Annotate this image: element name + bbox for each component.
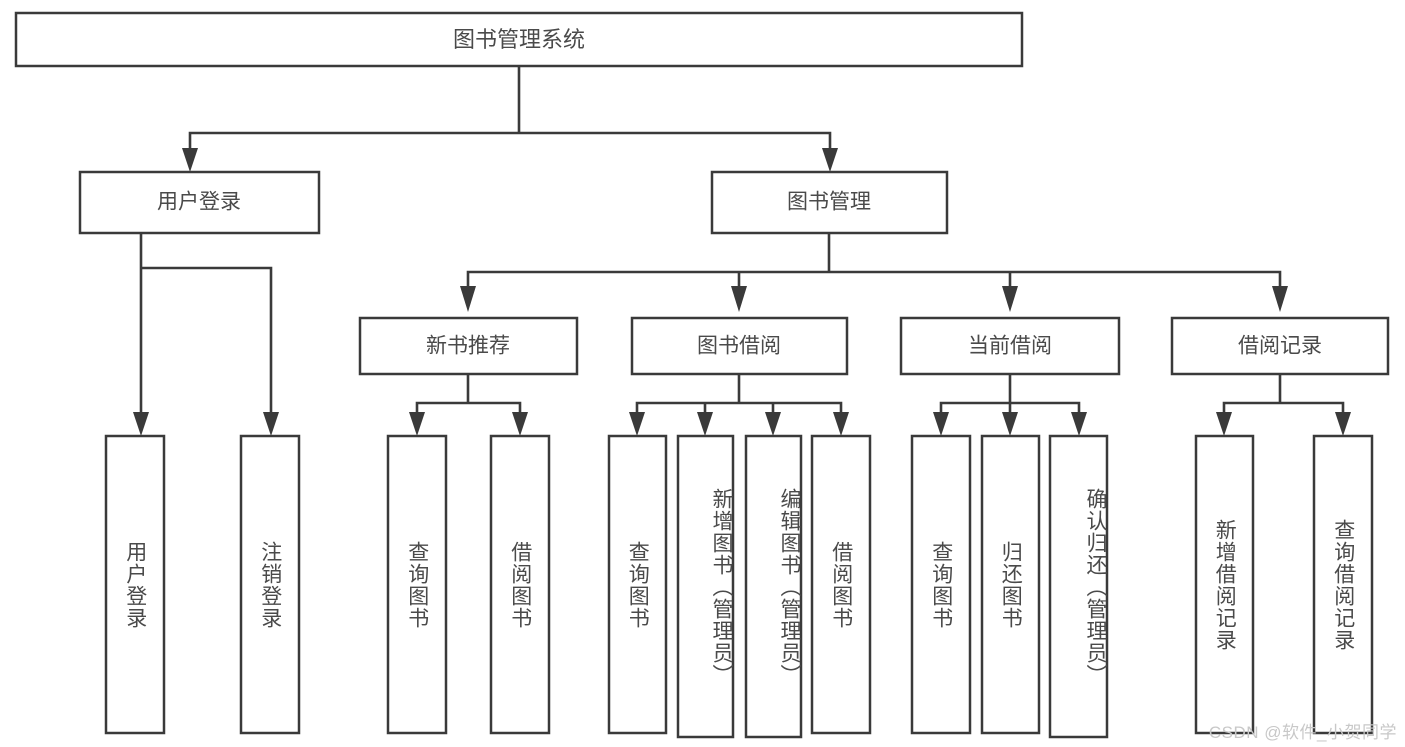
arrowhead-leaf-bb-borrow bbox=[833, 412, 849, 436]
arrowhead-leaf-bb-query bbox=[629, 412, 645, 436]
node-current-borrow-label: 当前借阅 bbox=[968, 335, 1052, 358]
connector-bookborrow-bus bbox=[635, 372, 843, 414]
arrowhead-leaf-bb-add bbox=[697, 412, 713, 436]
node-borrow-record-label: 借阅记录 bbox=[1238, 335, 1322, 358]
leaf-bb-query-book[interactable] bbox=[607, 434, 668, 735]
node-book-manage-label: 图书管理 bbox=[787, 191, 871, 214]
connector-borrowrecord-bus bbox=[1222, 372, 1345, 414]
leaf-cb-query-book[interactable] bbox=[910, 434, 972, 735]
node-borrow-record[interactable] bbox=[1170, 316, 1390, 376]
arrowhead-new-book bbox=[460, 286, 476, 312]
node-user-login[interactable] bbox=[78, 170, 321, 235]
arrowhead-leaf-br-query bbox=[1335, 412, 1351, 436]
node-root-label: 图书管理系统 bbox=[453, 27, 585, 52]
connector-currentborrow-bus bbox=[939, 372, 1081, 414]
nodes: 图书管理系统 用户登录 图书管理 新书推荐 图书借阅 当前借阅 借阅记录 bbox=[14, 11, 1390, 739]
node-current-borrow[interactable] bbox=[899, 316, 1121, 376]
connector-root-bus bbox=[188, 64, 832, 150]
arrowhead-borrow-record bbox=[1272, 286, 1288, 312]
arrowhead-user-login bbox=[182, 148, 198, 172]
node-new-book-recommend-label: 新书推荐 bbox=[426, 335, 510, 358]
node-user-login-label: 用户登录 bbox=[157, 191, 241, 214]
arrowhead-leaf-nb-query bbox=[409, 412, 425, 436]
arrowhead-leaf-logout bbox=[263, 412, 279, 436]
arrowhead-book-borrow bbox=[731, 286, 747, 312]
node-new-book-recommend[interactable] bbox=[358, 316, 579, 376]
arrowhead-leaf-cb-return bbox=[1002, 412, 1018, 436]
leaf-bb-borrow-book[interactable] bbox=[810, 434, 872, 735]
leaf-br-add-record[interactable] bbox=[1194, 434, 1255, 735]
node-book-borrow-label: 图书借阅 bbox=[697, 335, 781, 358]
csdn-watermark: CSDN @软件_小贺同学 bbox=[1208, 723, 1397, 742]
leaf-user-login[interactable] bbox=[104, 434, 166, 735]
arrowhead-current-borrow bbox=[1002, 286, 1018, 312]
arrowhead-leaf-cb-confirm bbox=[1071, 412, 1087, 436]
leaf-nb-query-book[interactable] bbox=[386, 434, 448, 735]
connectors bbox=[133, 64, 1351, 436]
leaf-bb-add-book[interactable] bbox=[676, 434, 735, 739]
arrowhead-leaf-bb-edit bbox=[765, 412, 781, 436]
leaf-cb-return-book[interactable] bbox=[980, 434, 1041, 735]
node-book-manage[interactable] bbox=[710, 170, 949, 235]
leaf-cb-confirm-return[interactable] bbox=[1048, 434, 1109, 739]
connector-userlogin-bus bbox=[139, 231, 273, 414]
leaf-bb-edit-book[interactable] bbox=[744, 434, 803, 739]
arrowhead-leaf-br-add bbox=[1216, 412, 1232, 436]
arrowhead-book-manage bbox=[822, 148, 838, 172]
node-root[interactable] bbox=[14, 11, 1024, 68]
arrowhead-leaf-nb-borrow bbox=[512, 412, 528, 436]
arrowhead-leaf-cb-query bbox=[933, 412, 949, 436]
node-book-borrow[interactable] bbox=[630, 316, 849, 376]
connector-newbook-bus bbox=[415, 372, 522, 414]
leaf-nb-borrow-book[interactable] bbox=[489, 434, 551, 735]
connector-bookmanage-bus bbox=[466, 231, 1282, 288]
leaf-br-query-record[interactable] bbox=[1312, 434, 1374, 735]
arrowhead-leaf-user-login bbox=[133, 412, 149, 436]
leaf-logout[interactable] bbox=[239, 434, 301, 735]
